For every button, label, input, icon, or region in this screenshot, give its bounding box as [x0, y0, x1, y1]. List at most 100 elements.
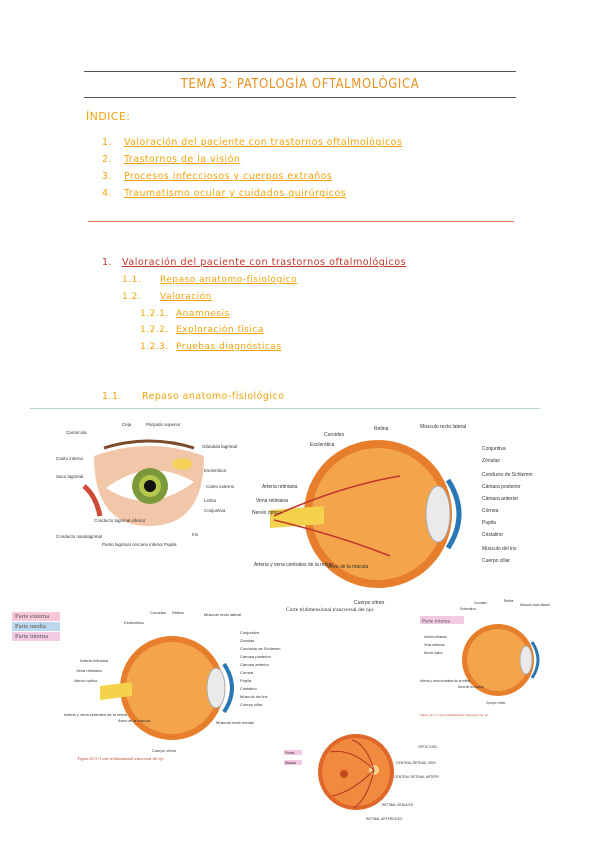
- label: Zónulas: [482, 458, 500, 464]
- index-heading: ÍNDICE:: [86, 110, 130, 123]
- label: Cuerpo ciliar: [240, 702, 263, 707]
- label-canto-interno: Canto interno: [56, 456, 84, 461]
- internal-part-figure: Parte interna Coroides Retina Músculo re…: [414, 596, 552, 722]
- label: Arteria y vena centrales de la retina: [64, 712, 128, 717]
- label: Cámara anterior: [240, 662, 270, 667]
- label: Cuerpo vítreo: [486, 701, 506, 705]
- table-of-contents: 1.Valoración del paciente con trastornos…: [102, 134, 402, 202]
- label: Nervio óptico: [74, 678, 98, 683]
- cross-section-caption: Corte tridimensional transversal del ojo…: [286, 607, 374, 613]
- label: Vena retiniana: [424, 643, 445, 647]
- label-saco: Saco lagrimal: [56, 474, 83, 479]
- title-underline: [84, 97, 516, 98]
- label-caruncula: Carúncula: [66, 430, 87, 435]
- section-divider: [88, 221, 514, 222]
- label: Músculo recto lateral: [204, 612, 241, 617]
- label: Músculo del iris: [240, 694, 268, 699]
- label: Arteria y vena centrales de la retina: [254, 562, 333, 568]
- label: Esclerótica: [124, 620, 144, 625]
- label: Pupila: [482, 520, 496, 526]
- label: Coroides: [474, 601, 487, 605]
- label: Arteria retiniana: [80, 658, 109, 663]
- label: Conducto de Schlemm: [482, 472, 533, 478]
- label: Cámara anterior: [482, 496, 518, 502]
- toc-link[interactable]: Trastornos de la visión: [124, 154, 240, 165]
- toc-item[interactable]: 1.Valoración del paciente con trastornos…: [102, 134, 402, 151]
- label-conducto-inferior: Conducto lagrimal inferior: [94, 518, 146, 523]
- label: Conjuntiva: [482, 446, 506, 452]
- toc-link[interactable]: Procesos infecciosos y cuerpos extraños: [124, 171, 332, 182]
- internal-eye-illustration: Parte interna Coroides Retina Músculo re…: [414, 596, 552, 722]
- label: Músculo recto lateral: [420, 424, 466, 430]
- retina-fundus-illustration: Fóvea Mácula OPTIC DISC CENTRAL RETINAL …: [282, 728, 452, 828]
- label: Vena retiniana: [76, 668, 102, 673]
- label-venules: RETINAL VENULES: [382, 803, 414, 807]
- label-ceja: Ceja: [122, 422, 132, 427]
- annotated-eye-illustration: Coroides Retina Músculo recto lateral Es…: [60, 606, 284, 766]
- external-eye-figure: Ceja Párpado superior Carúncula Glándula…: [54, 416, 244, 556]
- label: Cristalino: [482, 532, 503, 538]
- label-retinal-artery: CENTRAL RETINAL ARTERY: [394, 775, 440, 779]
- label-nasolagrimal: Conducto nasolagrimal: [56, 534, 102, 539]
- subsubsection-item: 1.2.3.Pruebas diagnósticas: [140, 342, 282, 352]
- section-1-1-heading: 1.1.Repaso anatomo-fisiológico: [102, 391, 284, 402]
- label: Área de la mácula: [118, 718, 151, 723]
- eye-cross-section-illustration: Coroides Retina Músculo recto lateral Es…: [250, 416, 546, 612]
- toc-link[interactable]: Traumatismo ocular y cuidados quirúrgico…: [124, 188, 346, 199]
- label-canto-externo: Canto externo: [206, 484, 235, 489]
- label: Córnea: [482, 508, 499, 514]
- fundus-figure: Fóvea Mácula OPTIC DISC CENTRAL RETINAL …: [282, 728, 452, 828]
- label: Área de la mácula: [458, 685, 484, 689]
- label-punto: Punto lagrimal cercano inferior: [102, 542, 164, 547]
- label: Vena retiniana: [256, 498, 288, 504]
- toc-item[interactable]: 2.Trastornos de la visión: [102, 151, 402, 168]
- label: Conjuntiva: [240, 630, 260, 635]
- annotated-cross-section-figure: Coroides Retina Músculo recto lateral Es…: [60, 606, 284, 766]
- label: Nervio óptico: [424, 651, 443, 655]
- label-limbo: Limbo: [204, 498, 217, 503]
- label: Cámara posterior: [240, 654, 272, 659]
- label: Cristalino: [240, 686, 257, 691]
- toc-item[interactable]: 4.Traumatismo ocular y cuidados quirúrgi…: [102, 185, 402, 202]
- label: Músculo del iris: [482, 546, 517, 552]
- label: Conducto de Schlemm: [240, 646, 281, 651]
- label: Cámara posterior: [482, 484, 521, 490]
- label: Coroides: [150, 610, 166, 615]
- subsection-item: 1.1.Repaso anatomo-fisiológico: [122, 275, 297, 285]
- label: Cuerpo vítreo: [354, 600, 385, 606]
- label-glandula: Glándula lagrimal: [202, 444, 237, 449]
- label-optic-disc: OPTIC DISC: [418, 745, 438, 749]
- section-rule: [30, 408, 540, 409]
- label-fovea: Fóvea: [285, 751, 295, 755]
- label-macula: Mácula: [285, 761, 296, 765]
- label: Músculo recto medial: [216, 720, 254, 725]
- label: Zónulas: [240, 638, 254, 643]
- label: Área de la mácula: [328, 563, 369, 570]
- label: Cuerpo ciliar: [482, 558, 510, 564]
- label: Retina: [374, 426, 389, 432]
- label: Esclerótica: [310, 442, 335, 448]
- label-retinal-vein: CENTRAL RETINAL VEIN: [396, 761, 436, 765]
- section-1-heading: 1.Valoración del paciente con trastornos…: [102, 257, 406, 268]
- label-conjuntiva: Conjuntiva: [204, 508, 226, 513]
- eye-cross-section-figure: Coroides Retina Músculo recto lateral Es…: [250, 416, 546, 612]
- part-label: Parte interna: [422, 619, 451, 625]
- toc-link[interactable]: Valoración del paciente con trastornos o…: [124, 137, 402, 148]
- subsubsection-item: 1.2.2.Exploración física: [140, 325, 264, 335]
- label-pupila: Pupila: [164, 542, 177, 547]
- external-eye-illustration: Ceja Párpado superior Carúncula Glándula…: [54, 416, 244, 556]
- label: Retina: [504, 599, 513, 603]
- label: Córnea: [240, 670, 254, 675]
- label: Esclerótica: [460, 607, 476, 611]
- subsection-item: 1.2.Valoración: [122, 292, 212, 302]
- label: Arteria retiniana: [424, 635, 447, 639]
- toc-item[interactable]: 3.Procesos infecciosos y cuerpos extraño…: [102, 168, 402, 185]
- label: Cuerpo vítreo: [152, 748, 177, 753]
- label-arterioles: RETINAL ARTERIOLES: [366, 817, 403, 821]
- label: Coroides: [324, 432, 345, 438]
- label: Músculo recto lateral: [520, 603, 550, 607]
- top-rule: [84, 71, 516, 72]
- label: Arteria y vena centrales de la retina: [420, 679, 470, 683]
- figure-caption: Figura 45-3 • Corte tridimensional trans…: [78, 756, 165, 761]
